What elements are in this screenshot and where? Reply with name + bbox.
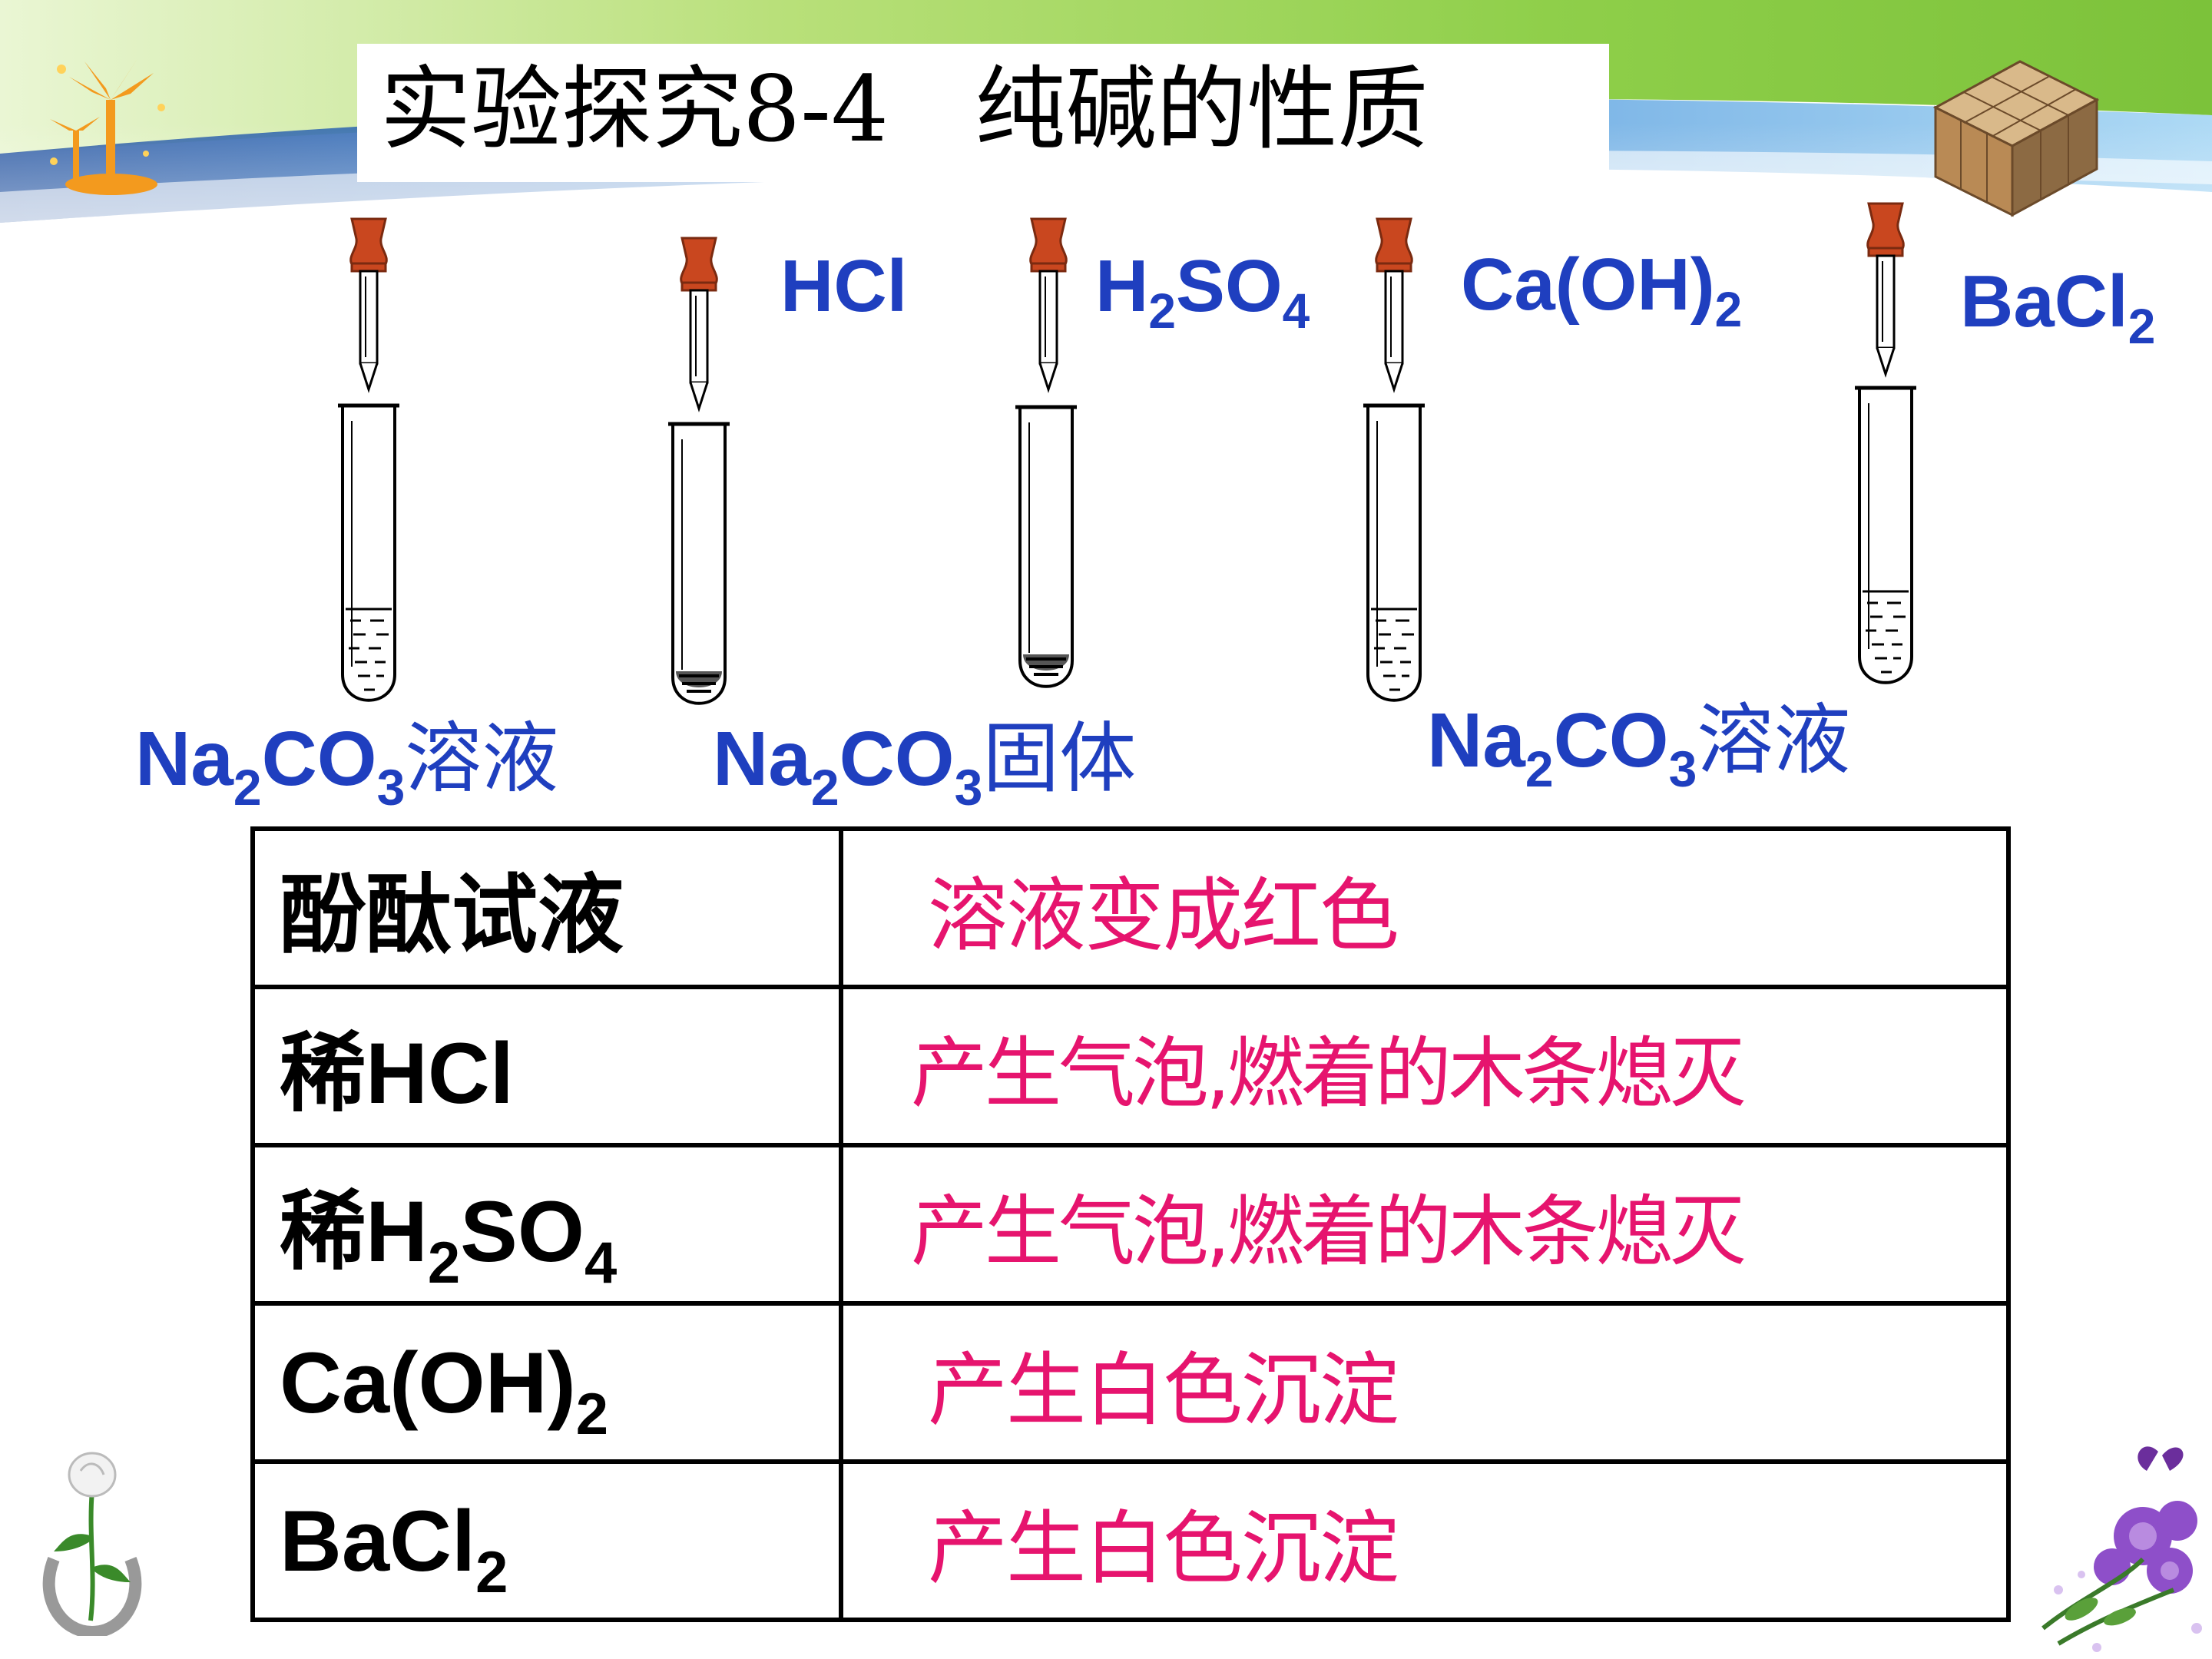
dropper-4 (1375, 217, 1413, 391)
photo-cube-icon (1932, 60, 2100, 217)
table-row: Ca(OH)2 产生白色沉淀 (250, 1301, 2011, 1464)
dropper-label-bacl2: BaCl2 (1960, 260, 2156, 354)
dropper-2 (680, 237, 718, 410)
page-title: 实验探究8-4 纯碱的性质 (380, 56, 1429, 162)
result-cell: 产生气泡,燃着的木条熄灭 (839, 1143, 2011, 1306)
result-cell: 产生气泡,燃着的木条熄灭 (839, 985, 2011, 1147)
table-row: 稀HCl 产生气泡,燃着的木条熄灭 (250, 985, 2011, 1147)
title-box: 实验探究8-4 纯碱的性质 (357, 44, 1609, 182)
dropper-1 (349, 217, 388, 391)
results-table: 酚酞试液 溶液变成红色 稀HCl 产生气泡,燃着的木条熄灭 稀H2SO4 产生气… (250, 826, 2011, 1622)
dropper-label-hcl: HCl (780, 245, 908, 327)
tube-label-na2co3-solid: Na2CO3固体 (713, 714, 1137, 816)
result-cell: 溶液变成红色 (839, 826, 2011, 989)
dropper-label-caoh2: Ca(OH)2 (1461, 243, 1743, 337)
table-row: BaCl2 产生白色沉淀 (250, 1459, 2011, 1622)
reagent-cell: 稀HCl (250, 985, 843, 1147)
dropper-label-h2so4: H2SO4 (1095, 245, 1310, 339)
table-row: 稀H2SO4 产生气泡,燃着的木条熄灭 (250, 1143, 2011, 1306)
table-row: 酚酞试液 溶液变成红色 (250, 826, 2011, 989)
reagent-cell: 酚酞试液 (250, 826, 843, 989)
dropper-5 (1866, 202, 1905, 376)
test-tube-2 (668, 424, 730, 704)
test-tube-3 (1015, 407, 1077, 687)
test-tube-4 (1363, 406, 1425, 700)
palm-tree-sparkle-icon (50, 58, 165, 195)
test-tube-5 (1855, 388, 1916, 683)
test-tube-1 (338, 406, 399, 700)
reagent-cell: Ca(OH)2 (250, 1301, 843, 1464)
reagent-cell: 稀H2SO4 (250, 1143, 843, 1306)
result-cell: 产生白色沉淀 (839, 1301, 2011, 1464)
tube-label-na2co3-solution-1: Na2CO3溶液 (135, 714, 559, 816)
tube-label-na2co3-solution-2: Na2CO3溶液 (1427, 695, 1851, 797)
rose-horseshoe-icon (42, 1452, 142, 1636)
dropper-3 (1029, 217, 1068, 391)
result-cell: 产生白色沉淀 (839, 1459, 2011, 1622)
purple-flower-butterfly-icon (2041, 1446, 2202, 1652)
reagent-cell: BaCl2 (250, 1459, 843, 1622)
